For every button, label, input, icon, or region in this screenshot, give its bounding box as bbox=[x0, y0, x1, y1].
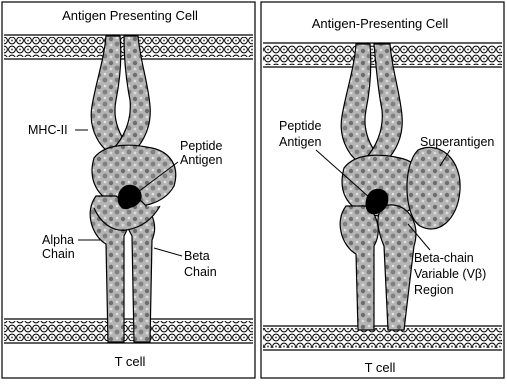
right-panel-title: Antigen-Presenting Cell bbox=[312, 16, 449, 31]
left-tcr-molecule bbox=[90, 196, 160, 342]
right-label-vb-1: Beta-chain bbox=[414, 251, 474, 265]
right-label-peptide-1: Peptide bbox=[279, 119, 321, 133]
left-mhc-ii-molecule bbox=[91, 36, 176, 206]
left-label-peptide-2: Antigen bbox=[180, 153, 222, 167]
right-tcr-molecule bbox=[340, 205, 416, 330]
left-label-alpha-2: Chain bbox=[42, 247, 75, 261]
left-panel-title: Antigen Presenting Cell bbox=[62, 8, 198, 23]
left-label-beta-1: Beta bbox=[184, 249, 210, 263]
right-label-superantigen: Superantigen bbox=[420, 135, 494, 149]
left-t-cell-membrane bbox=[4, 319, 253, 343]
right-panel-bottom-label: T cell bbox=[365, 360, 396, 375]
right-beta-chain bbox=[378, 205, 416, 330]
right-superantigen bbox=[407, 147, 460, 229]
left-label-beta-2: Chain bbox=[184, 265, 217, 279]
left-label-mhc: MHC-II bbox=[28, 123, 68, 137]
right-label-vb-2: Variable (Vβ) bbox=[414, 267, 486, 281]
left-label-peptide-1: Peptide bbox=[180, 139, 222, 153]
right-t-cell-membrane bbox=[263, 326, 502, 350]
right-alpha-chain bbox=[340, 206, 378, 330]
right-label-vb-3: Region bbox=[414, 283, 454, 297]
left-label-alpha-1: Alpha bbox=[42, 233, 74, 247]
right-panel: Antigen-Presenting Cell Peptide Antig bbox=[261, 2, 504, 378]
right-label-peptide-2: Antigen bbox=[279, 135, 321, 149]
left-panel-bottom-label: T cell bbox=[115, 354, 146, 369]
left-leader-beta bbox=[154, 248, 182, 256]
left-panel: Antigen Presenting Cell MHC-II bbox=[2, 2, 255, 378]
